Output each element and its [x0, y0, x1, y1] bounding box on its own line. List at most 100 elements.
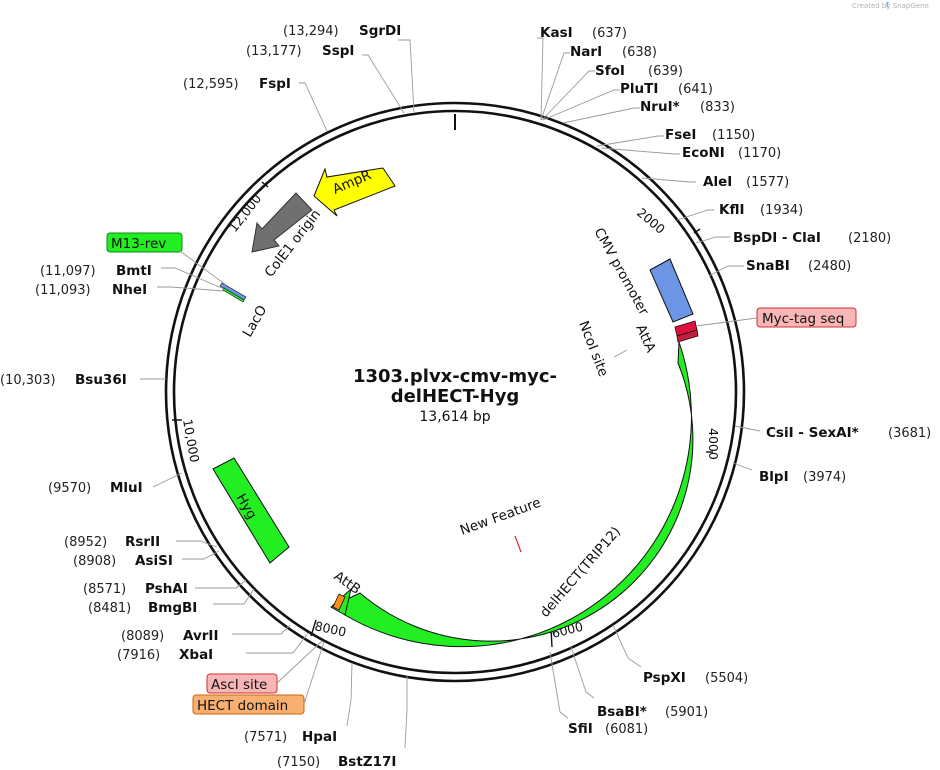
- asci-leader: [276, 640, 323, 684]
- enzyme-kfli[interactable]: KflI: [719, 202, 745, 218]
- leader-bspdi: [695, 236, 730, 244]
- enzyme-pos-rsrii: (8952): [64, 535, 107, 550]
- enzyme-nrui[interactable]: NruI*: [640, 99, 680, 115]
- leader-sgrdi: [398, 39, 415, 113]
- feature-cole1-origin[interactable]: ColE1 origin: [251, 192, 324, 280]
- leader-nhei: [157, 286, 225, 292]
- enzyme-csii-sexai[interactable]: CsiI - SexAI*: [766, 425, 859, 441]
- watermark-text: Created by SnapGene: [852, 2, 929, 10]
- leader-bstz17i: [404, 676, 408, 749]
- leader-sfii: [549, 651, 569, 719]
- leader-avrii: [232, 624, 291, 635]
- enzyme-pos-pspxi: (5504): [705, 671, 748, 686]
- enzyme-pos-blpi: (3974): [803, 470, 846, 485]
- enzyme-bmti[interactable]: BmtI: [116, 263, 152, 279]
- feature-myc-tag[interactable]: [674, 320, 699, 343]
- enzyme-pos-kfli: (1934): [760, 203, 803, 218]
- leader-kasi: [537, 37, 544, 121]
- enzyme-pos-avrii: (8089): [121, 629, 164, 644]
- enzyme-sgrdi[interactable]: SgrDI: [359, 23, 401, 39]
- enzyme-pos-pshai: (8571): [83, 582, 126, 597]
- enzyme-hpai[interactable]: HpaI: [302, 729, 337, 745]
- enzyme-avrii[interactable]: AvrII: [183, 628, 218, 644]
- enzyme-sfoi[interactable]: SfoI: [595, 63, 625, 79]
- enzyme-mlui[interactable]: MluI: [110, 480, 143, 496]
- plasmid-name-line2: delHECT-Hyg: [391, 386, 520, 407]
- hect-leader: [303, 641, 325, 705]
- box-label-hect: HECT domain: [197, 698, 288, 714]
- new-feature-mark: [514, 535, 522, 553]
- plasmid-size: 13,614 bp: [419, 409, 490, 425]
- scale-ticks: [172, 181, 713, 648]
- feature-label-newfeature: New Feature: [458, 495, 543, 539]
- enzyme-pos-bspdi-clai: (2180): [848, 231, 891, 246]
- leader-rsrii: [176, 540, 218, 548]
- leader-mlui: [152, 472, 183, 488]
- leader-sspi: [362, 54, 405, 114]
- enzyme-fspi[interactable]: FspI: [259, 76, 291, 92]
- enzyme-sspi[interactable]: SspI: [322, 43, 354, 59]
- enzyme-pluti[interactable]: PluTI: [620, 81, 658, 97]
- enzyme-bstz17i[interactable]: BstZ17I: [338, 754, 396, 770]
- enzyme-pos-xbai: (7916): [117, 648, 160, 663]
- backbone-outer: [164, 101, 746, 683]
- atta-leader: [613, 349, 628, 358]
- enzyme-rsrii[interactable]: RsrII: [125, 534, 160, 550]
- enzyme-pos-bstz17i: (7150): [277, 755, 320, 770]
- enzyme-pos-nhei: (11,093): [35, 283, 91, 298]
- enzyme-fsei[interactable]: FseI: [665, 127, 696, 143]
- plasmid-name-line1: 1303.plvx-cmv-myc-: [353, 366, 557, 387]
- enzyme-pspxi[interactable]: PspXI: [643, 670, 686, 686]
- feature-laco[interactable]: [219, 282, 247, 303]
- enzyme-alei[interactable]: AleI: [703, 174, 732, 190]
- enzyme-blpi[interactable]: BlpI: [759, 469, 789, 485]
- enzyme-pos-mlui: (9570): [48, 481, 91, 496]
- enzyme-kasi[interactable]: KasI: [540, 25, 573, 41]
- enzyme-sfii[interactable]: SfiI: [568, 721, 593, 737]
- leader-kfli: [676, 209, 714, 221]
- feature-label-delhect: delHECT(TRIP12): [537, 524, 624, 621]
- enzyme-pos-pluti: (641): [678, 82, 713, 97]
- leader-pspxi: [612, 624, 642, 668]
- backbone-inner: [172, 109, 738, 675]
- enzyme-pos-bsabi: (5901): [665, 705, 708, 720]
- enzyme-pos-fsei: (1150): [712, 128, 755, 143]
- feature-hyg[interactable]: Hyg: [212, 457, 290, 564]
- enzyme-pos-kasi: (637): [592, 26, 627, 41]
- enzyme-pshai[interactable]: PshAI: [145, 581, 188, 597]
- enzyme-pos-bsu36i: (10,303): [0, 373, 56, 388]
- enzyme-pos-econi: (1170): [738, 146, 781, 161]
- feature-label-laco: LacO: [240, 303, 271, 340]
- leader-blpi: [732, 462, 753, 471]
- enzyme-bspdi-clai[interactable]: BspDI - ClaI: [733, 230, 821, 246]
- enzyme-bsabi[interactable]: BsaBI*: [597, 704, 647, 720]
- leader-pluti: [542, 89, 620, 121]
- box-asci[interactable]: AscI site: [206, 673, 278, 694]
- leader-fsei: [596, 135, 664, 147]
- enzyme-asisi[interactable]: AsiSI: [135, 553, 173, 569]
- enzyme-nari[interactable]: NarI: [570, 44, 602, 60]
- enzyme-pos-nari: (638): [622, 45, 657, 60]
- enzyme-pos-sgrdi: (13,294): [283, 24, 339, 39]
- box-hect[interactable]: HECT domain: [192, 694, 305, 715]
- feature-cmv-promoter[interactable]: [649, 258, 694, 323]
- box-m13rev[interactable]: M13-rev: [106, 232, 183, 253]
- enzyme-bmgbi[interactable]: BmgBI: [148, 600, 197, 616]
- tick-label-8000: 8000: [313, 618, 347, 639]
- enzyme-bsu36i[interactable]: Bsu36I: [75, 372, 127, 388]
- tick-label-4000: 4000: [706, 428, 721, 460]
- feature-label-ncoi: NcoI site: [575, 319, 611, 379]
- leader-hpai: [346, 662, 353, 727]
- enzyme-snabi[interactable]: SnaBI: [746, 258, 790, 274]
- enzyme-econi[interactable]: EcoNI: [682, 145, 725, 161]
- enzyme-pos-nrui: (833): [700, 100, 735, 115]
- enzyme-xbai[interactable]: XbaI: [179, 647, 213, 663]
- enzyme-pos-sfoi: (639): [648, 64, 683, 79]
- leader-alei: [641, 177, 696, 183]
- leader-bmgbi: [213, 588, 255, 605]
- box-myctag[interactable]: Myc-tag seq: [756, 307, 857, 328]
- feature-attb[interactable]: [332, 593, 346, 611]
- feature-ampr[interactable]: AmpR: [313, 167, 396, 217]
- enzyme-nhei[interactable]: NheI: [112, 282, 147, 298]
